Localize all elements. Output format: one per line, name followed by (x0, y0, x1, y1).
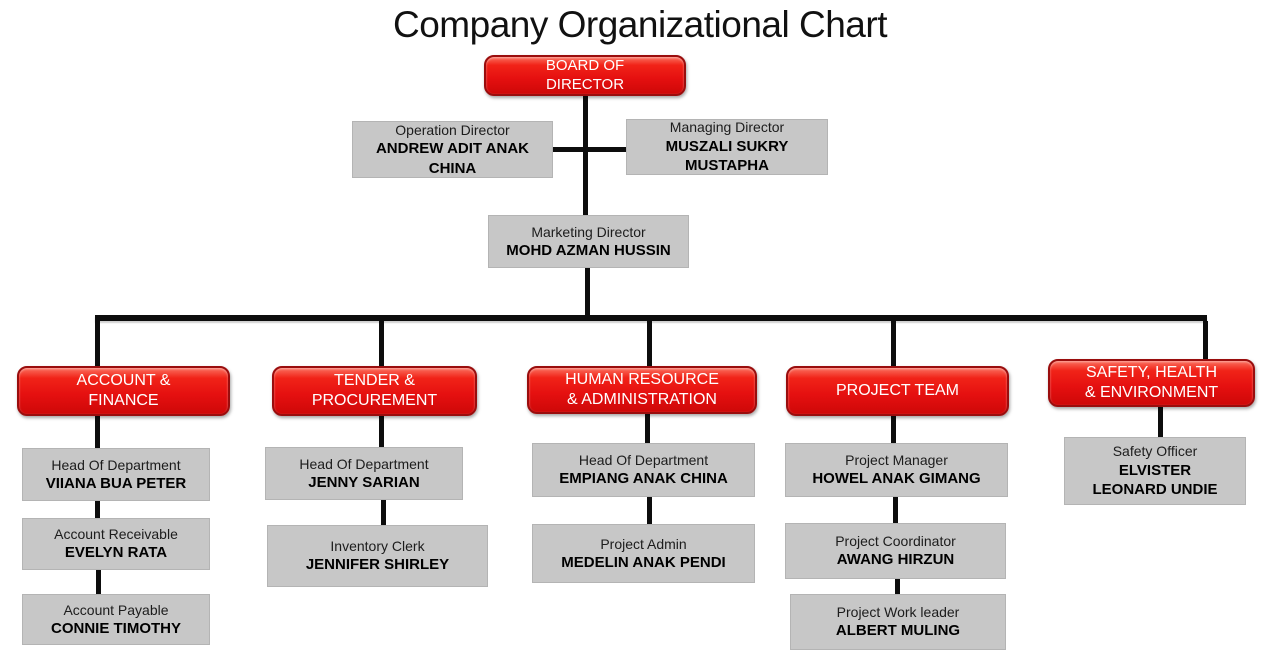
node-person-name: MEDELIN ANAK PENDI (561, 553, 726, 571)
node-person-name: CONNIE TIMOTHY (51, 619, 181, 637)
node-dept-label: HUMAN RESOURCE & ADMINISTRATION (565, 370, 719, 408)
connector-account-3 (96, 570, 101, 594)
node-role: Managing Director (669, 119, 785, 136)
node-person-name: JENNIFER SHIRLEY (305, 556, 450, 574)
connector-operation-managing (552, 147, 627, 152)
connector-drop-safety (1203, 321, 1208, 359)
node-person-name: AWANG HIRZUN (836, 551, 955, 569)
node-hr-head: Head Of Department EMPIANG ANAK CHINA (532, 443, 755, 497)
node-dept-label: ACCOUNT & FINANCE (76, 371, 171, 409)
node-person-name: ALBERT MULING (835, 622, 961, 640)
node-role: Project Work leader (836, 604, 960, 621)
node-board-label: BOARD OF DIRECTOR (545, 56, 625, 93)
connector-project-3 (895, 579, 900, 594)
connector-tender-2 (381, 500, 386, 525)
node-account-payable: Account Payable CONNIE TIMOTHY (22, 594, 210, 645)
node-account-receivable: Account Receivable EVELYN RATA (22, 518, 210, 570)
connector-project-1 (891, 416, 896, 443)
node-safety-officer: Safety Officer ELVISTER LEONARD UNDIE (1064, 437, 1246, 505)
node-dept-label: SAFETY, HEALTH & ENVIRONMENT (1084, 363, 1219, 401)
node-role: Account Payable (63, 601, 169, 618)
node-dept-safety-health-environment: SAFETY, HEALTH & ENVIRONMENT (1048, 359, 1255, 407)
connector-hr-2 (647, 497, 652, 524)
chart-title: Company Organizational Chart (393, 4, 887, 45)
connector-board-to-marketing (583, 95, 588, 216)
node-managing-director: Managing Director MUSZALI SUKRY MUSTAPHA (626, 119, 828, 175)
node-role: Project Manager (845, 452, 948, 469)
node-person-name: ELVISTER LEONARD UNDIE (1092, 461, 1218, 499)
node-role: Safety Officer (1112, 443, 1198, 460)
node-role: Operation Director (395, 121, 510, 138)
node-tender-head: Head Of Department JENNY SARIAN (265, 447, 463, 500)
node-person-name: MOHD AZMAN HUSSIN (506, 241, 671, 259)
node-person-name: ANDREW ADIT ANAK CHINA (375, 140, 530, 177)
connector-marketing-to-bar (585, 267, 590, 316)
node-role: Head Of Department (51, 456, 181, 473)
node-person-name: HOWEL ANAK GIMANG (812, 470, 981, 488)
node-role: Inventory Clerk (330, 538, 425, 555)
node-role: Project Admin (600, 535, 687, 552)
node-project-manager: Project Manager HOWEL ANAK GIMANG (785, 443, 1008, 497)
node-person-name: MUSZALI SUKRY MUSTAPHA (665, 137, 789, 175)
connector-account-1 (95, 416, 100, 448)
node-role: Head Of Department (578, 452, 709, 469)
connector-safety-1 (1158, 407, 1163, 437)
node-project-coordinator: Project Coordinator AWANG HIRZUN (785, 523, 1006, 579)
connector-drop-account (95, 321, 100, 366)
node-person-name: JENNY SARIAN (308, 473, 420, 491)
node-dept-label: TENDER & PROCUREMENT (311, 371, 438, 409)
connector-tender-1 (379, 416, 384, 447)
connector-drop-hr (647, 321, 652, 366)
node-person-name: EMPIANG ANAK CHINA (559, 470, 728, 488)
node-project-work-leader: Project Work leader ALBERT MULING (790, 594, 1006, 650)
node-dept-label: PROJECT TEAM (836, 381, 959, 399)
node-role: Account Receivable (54, 526, 178, 543)
node-board-of-director: BOARD OF DIRECTOR (484, 55, 686, 96)
node-dept-account-finance: ACCOUNT & FINANCE (17, 366, 230, 416)
connector-account-2 (95, 501, 100, 518)
connector-drop-tender (379, 321, 384, 366)
node-inventory-clerk: Inventory Clerk JENNIFER SHIRLEY (267, 525, 488, 587)
node-role: Project Coordinator (835, 533, 956, 550)
connector-hr-1 (645, 414, 650, 443)
node-project-admin: Project Admin MEDELIN ANAK PENDI (532, 524, 755, 583)
node-dept-project-team: PROJECT TEAM (786, 366, 1009, 416)
connector-main-bar (95, 315, 1207, 321)
node-person-name: VIIANA BUA PETER (45, 474, 187, 492)
node-dept-hr-administration: HUMAN RESOURCE & ADMINISTRATION (527, 366, 757, 414)
node-dept-tender-procurement: TENDER & PROCUREMENT (272, 366, 477, 416)
node-account-head: Head Of Department VIIANA BUA PETER (22, 448, 210, 501)
node-person-name: EVELYN RATA (64, 544, 168, 562)
node-role: Head Of Department (299, 455, 429, 472)
node-operation-director: Operation Director ANDREW ADIT ANAK CHIN… (352, 121, 553, 178)
node-role: Marketing Director (531, 223, 646, 240)
node-marketing-director: Marketing Director MOHD AZMAN HUSSIN (488, 215, 689, 268)
connector-project-2 (893, 497, 898, 523)
connector-drop-project (891, 321, 896, 366)
